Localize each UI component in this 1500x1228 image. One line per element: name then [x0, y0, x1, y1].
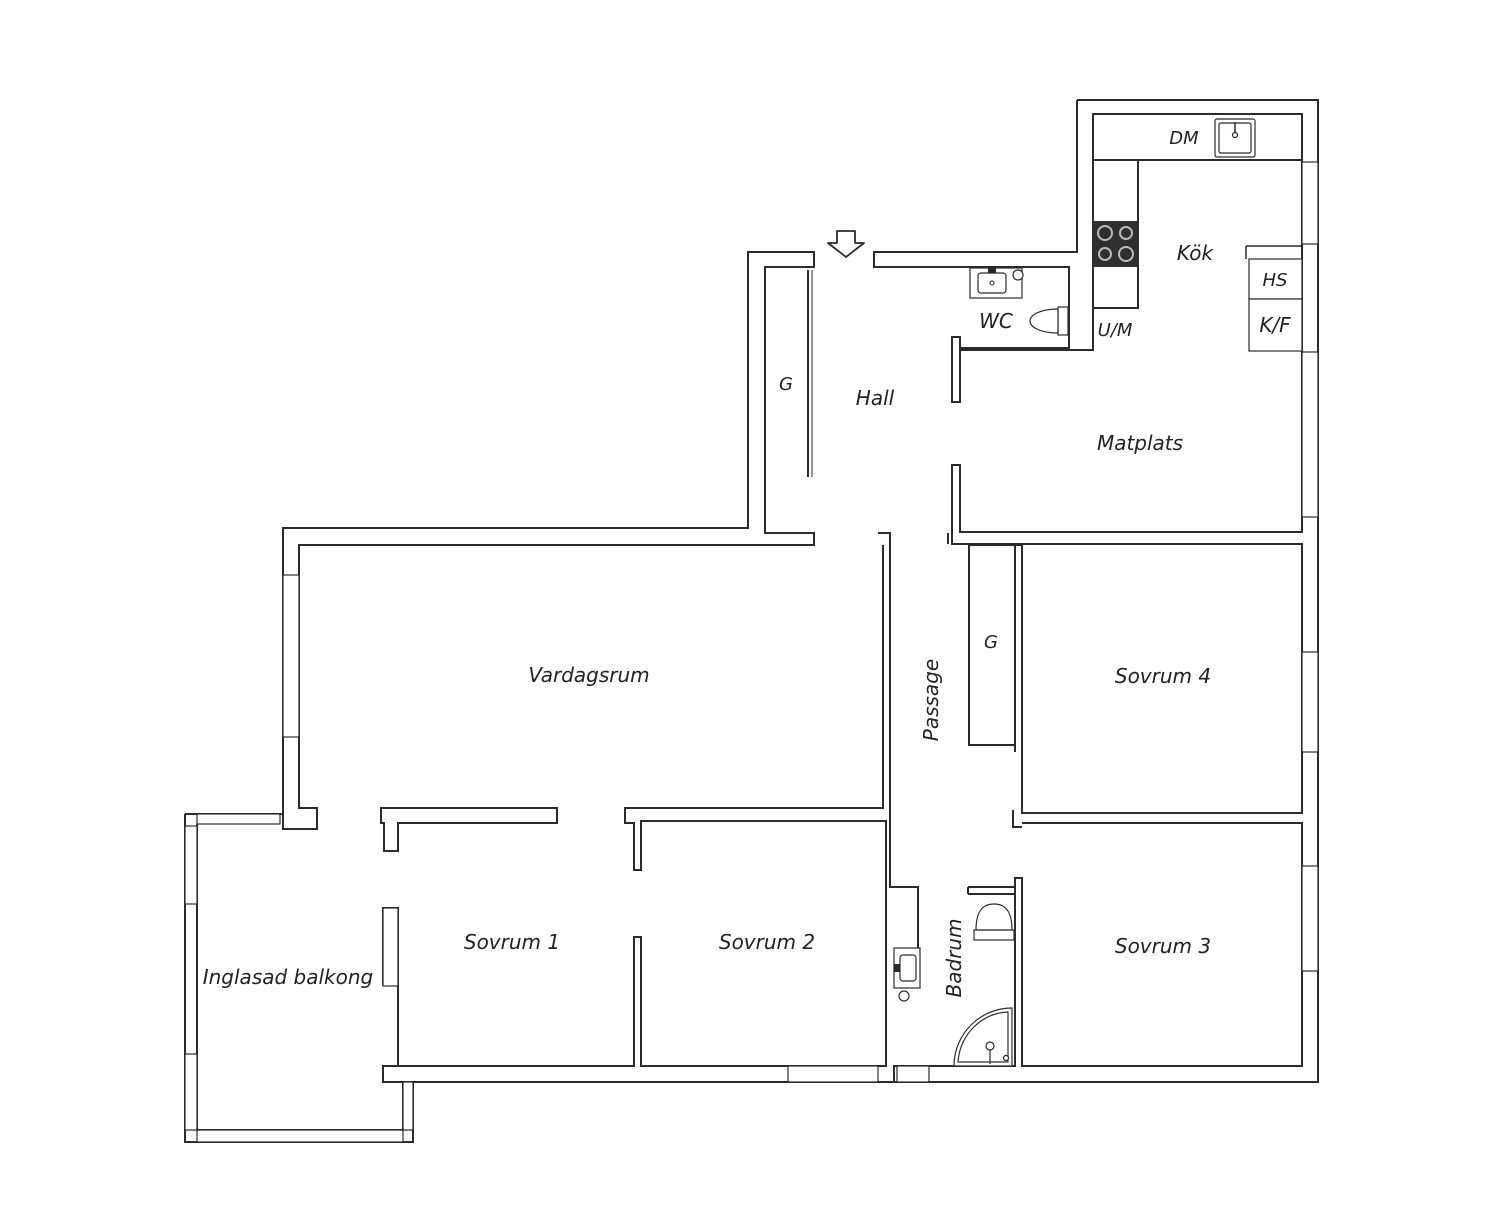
label-um: U/M [1098, 320, 1133, 341]
entrance-arrow-icon [827, 230, 865, 258]
label-matplats: Matplats [1097, 431, 1183, 455]
window-balcony-left [184, 825, 198, 905]
window-balcony-bottom [196, 1129, 404, 1143]
label-dm: DM [1169, 128, 1199, 149]
sink-icon [969, 267, 1024, 299]
window-balcony-left-low [184, 1053, 198, 1131]
bathroom-partition [967, 886, 1015, 895]
label-hall: Hall [856, 386, 895, 410]
sink-icon [1214, 118, 1256, 158]
label-closet-passage: G [984, 632, 998, 653]
window-vardagsrum [282, 574, 300, 738]
closet-doors [807, 270, 813, 477]
label-kok: Kök [1177, 241, 1215, 265]
bathroom-fixtures [893, 903, 1015, 1067]
label-closet-hall: G [779, 374, 793, 395]
window-matplats [1301, 351, 1319, 518]
window-kok [1301, 161, 1319, 245]
room-labels: Hall G WC Kök DM U/M HS K/F Matplats Var… [203, 128, 1291, 998]
label-vardagsrum: Vardagsrum [528, 663, 649, 687]
toilet-icon [973, 903, 1015, 941]
kitchen-fixtures [1093, 118, 1303, 352]
window-badrum [896, 1065, 930, 1083]
label-sovrum3: Sovrum 3 [1115, 934, 1211, 958]
window-balcony-right [402, 1081, 414, 1131]
window-sovrum1-balcony [382, 907, 399, 987]
label-hs: HS [1263, 270, 1288, 291]
wc-fixtures [969, 267, 1069, 336]
window-sovrum2 [787, 1065, 879, 1083]
label-sovrum1: Sovrum 1 [464, 930, 560, 954]
label-kf: K/F [1259, 313, 1291, 337]
kf-box [1248, 298, 1303, 352]
sink-icon [893, 947, 921, 1002]
stove-icon [1093, 221, 1138, 267]
inner-walls [380, 159, 1303, 1082]
window-balcony-top [196, 813, 281, 825]
label-passage: Passage [919, 659, 943, 741]
label-balkong: Inglasad balkong [203, 965, 374, 989]
window-sovrum3 [1301, 865, 1319, 972]
toilet-icon [1029, 306, 1069, 336]
label-badrum: Badrum [942, 918, 966, 997]
window-sovrum4 [1301, 651, 1319, 753]
windows [184, 161, 1319, 1143]
label-sovrum4: Sovrum 4 [1115, 664, 1211, 688]
label-wc: WC [979, 309, 1013, 333]
walls [184, 99, 1319, 1143]
shower-icon [953, 1007, 1013, 1067]
label-sovrum2: Sovrum 2 [719, 930, 815, 954]
